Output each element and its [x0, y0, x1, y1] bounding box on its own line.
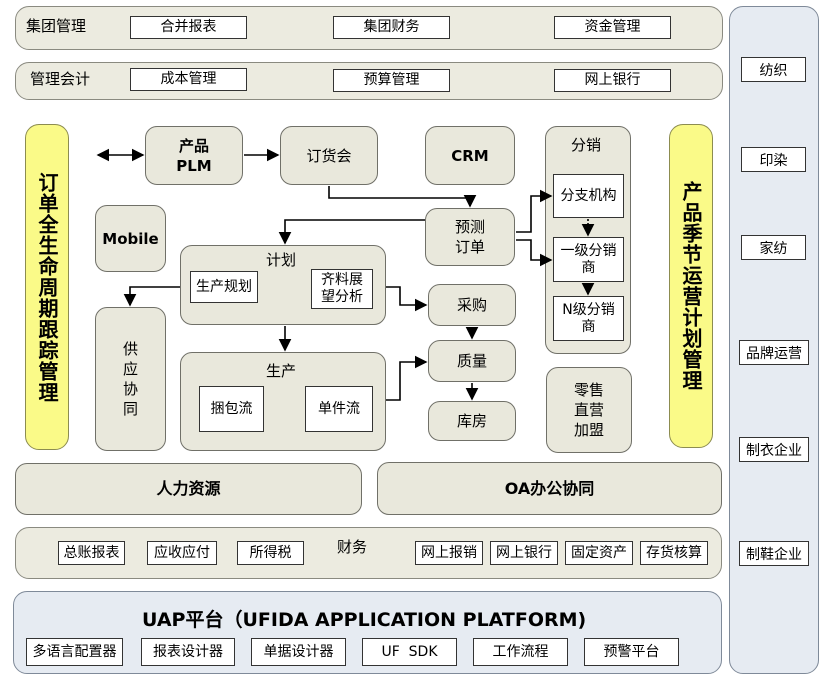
- production-label: 生产: [266, 362, 297, 380]
- supply-collaboration-node[interactable]: 供 应 协 同: [95, 307, 166, 451]
- plan-label: 计划: [266, 251, 297, 269]
- single-piece-flow-box[interactable]: 单件流: [305, 386, 373, 432]
- group-finance-box[interactable]: 集团财务: [333, 16, 450, 39]
- workflow-box[interactable]: 工作流程: [473, 638, 568, 666]
- branch-office-box[interactable]: 分支机构: [553, 174, 624, 218]
- cost-management-box[interactable]: 成本管理: [130, 68, 247, 91]
- retail-node[interactable]: 零售 直营 加盟: [546, 367, 632, 453]
- income-tax-box[interactable]: 所得税: [237, 541, 304, 565]
- budget-management-box[interactable]: 预算管理: [333, 69, 450, 92]
- crm-node[interactable]: CRM: [425, 126, 515, 185]
- oa-node[interactable]: OA办公协同: [377, 462, 722, 515]
- bundle-flow-box[interactable]: 捆包流: [199, 386, 264, 432]
- industry-item-shoe[interactable]: 制鞋企业: [739, 541, 809, 566]
- quality-node[interactable]: 质量: [428, 340, 516, 382]
- group-management-label: 集团管理: [26, 17, 87, 35]
- hr-node[interactable]: 人力资源: [15, 463, 362, 515]
- multilang-configurator-box[interactable]: 多语言配置器: [26, 638, 123, 666]
- first-level-distributor-box[interactable]: 一级分销 商: [553, 237, 624, 282]
- arrow-production-to-quality: [386, 355, 428, 401]
- industry-item-brand-operation[interactable]: 品牌运营: [739, 340, 809, 365]
- document-designer-box[interactable]: 单据设计器: [251, 638, 346, 666]
- arrow-forecast-to-plan: [278, 219, 425, 245]
- arrow-plan-to-supply: [123, 286, 180, 307]
- industry-item-garment[interactable]: 制衣企业: [739, 437, 809, 462]
- forecast-order-node[interactable]: 预测 订单: [425, 208, 515, 266]
- uap-title: UAP平台（UFIDA APPLICATION PLATFORM): [142, 609, 587, 631]
- industry-item-textile[interactable]: 纺织: [741, 57, 806, 82]
- management-accounting-label: 管理会计: [30, 70, 91, 88]
- product-plm-node[interactable]: 产品 PLM: [145, 126, 243, 185]
- fixed-assets-box[interactable]: 固定资产: [565, 541, 633, 565]
- arrow-plan-to-purchase: [386, 286, 428, 312]
- distribution-label: 分销: [571, 136, 602, 154]
- online-bank-finance-box[interactable]: 网上银行: [490, 541, 558, 565]
- alert-platform-box[interactable]: 预警平台: [584, 638, 679, 666]
- production-planning-box[interactable]: 生产规划: [190, 271, 258, 303]
- industry-item-dyeing[interactable]: 印染: [741, 147, 806, 172]
- general-ledger-box[interactable]: 总账报表: [58, 541, 125, 565]
- arrow-order-fair-to-forecast: [328, 186, 477, 208]
- fund-management-box[interactable]: 资金管理: [554, 16, 671, 39]
- inventory-accounting-box[interactable]: 存货核算: [640, 541, 708, 565]
- consolidated-report-box[interactable]: 合并报表: [130, 16, 247, 39]
- order-fair-node[interactable]: 订货会: [280, 126, 378, 185]
- uf-sdk-box[interactable]: UF SDK: [362, 638, 457, 666]
- warehouse-node[interactable]: 库房: [428, 401, 516, 441]
- material-analysis-box[interactable]: 齐料展 望分析: [311, 269, 373, 309]
- finance-label: 财务: [337, 538, 368, 556]
- report-designer-box[interactable]: 报表设计器: [141, 638, 235, 666]
- online-banking-box[interactable]: 网上银行: [554, 69, 671, 92]
- seasonal-plan-label: 产品季节运营计划管理: [679, 181, 703, 391]
- seasonal-plan-bar: 产品季节运营计划管理: [669, 124, 713, 448]
- purchase-node[interactable]: 采购: [428, 284, 516, 326]
- online-reimbursement-box[interactable]: 网上报销: [415, 541, 483, 565]
- order-lifecycle-bar: 订单全生命周期跟踪管理: [25, 124, 69, 450]
- n-level-distributor-box[interactable]: N级分销 商: [553, 296, 624, 341]
- mobile-node[interactable]: Mobile: [95, 205, 166, 272]
- receivable-payable-box[interactable]: 应收应付: [147, 541, 217, 565]
- order-lifecycle-label: 订单全生命周期跟踪管理: [35, 171, 59, 403]
- industry-item-home-textile[interactable]: 家纺: [741, 235, 806, 260]
